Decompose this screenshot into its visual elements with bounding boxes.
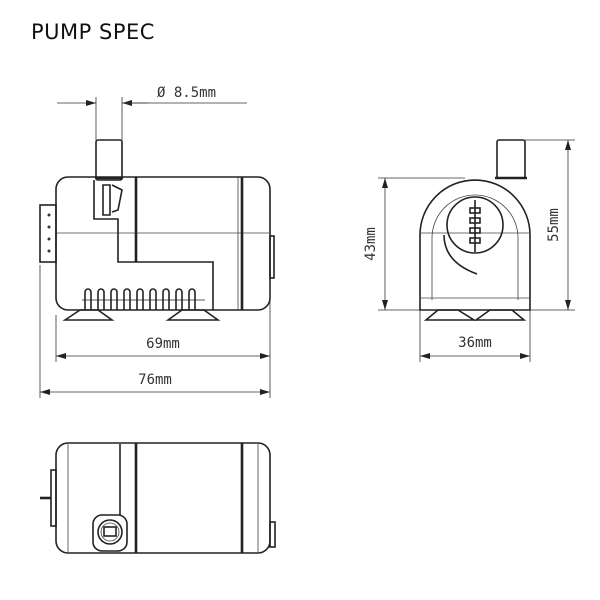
flow-curve bbox=[443, 234, 478, 275]
side-connector bbox=[39, 204, 57, 263]
outlet-pipe bbox=[95, 139, 123, 181]
connector-dots bbox=[47, 213, 51, 253]
suction-foot bbox=[62, 309, 115, 321]
overall-length-label: 76mm bbox=[138, 372, 172, 388]
front-view: 43mm 55mm 36mm bbox=[363, 139, 575, 362]
suction-foot bbox=[165, 309, 221, 321]
body-height-label: 43mm bbox=[363, 227, 379, 261]
body-length-label: 69mm bbox=[146, 336, 180, 352]
width-label: 36mm bbox=[458, 335, 492, 351]
overall-height-label: 55mm bbox=[546, 208, 562, 242]
bottom-body bbox=[55, 442, 271, 554]
front-body bbox=[419, 179, 531, 311]
outlet-port bbox=[92, 514, 128, 552]
bottom-view bbox=[40, 442, 276, 554]
intake-circle bbox=[446, 196, 504, 254]
vents bbox=[82, 288, 205, 310]
outlet-diameter-label: Ø 8.5mm bbox=[157, 85, 216, 101]
page-title: PUMP SPEC bbox=[31, 20, 155, 44]
side-view: Ø 8.5mm 69mm 76mm bbox=[39, 85, 275, 398]
front-outlet-pipe bbox=[496, 139, 526, 179]
